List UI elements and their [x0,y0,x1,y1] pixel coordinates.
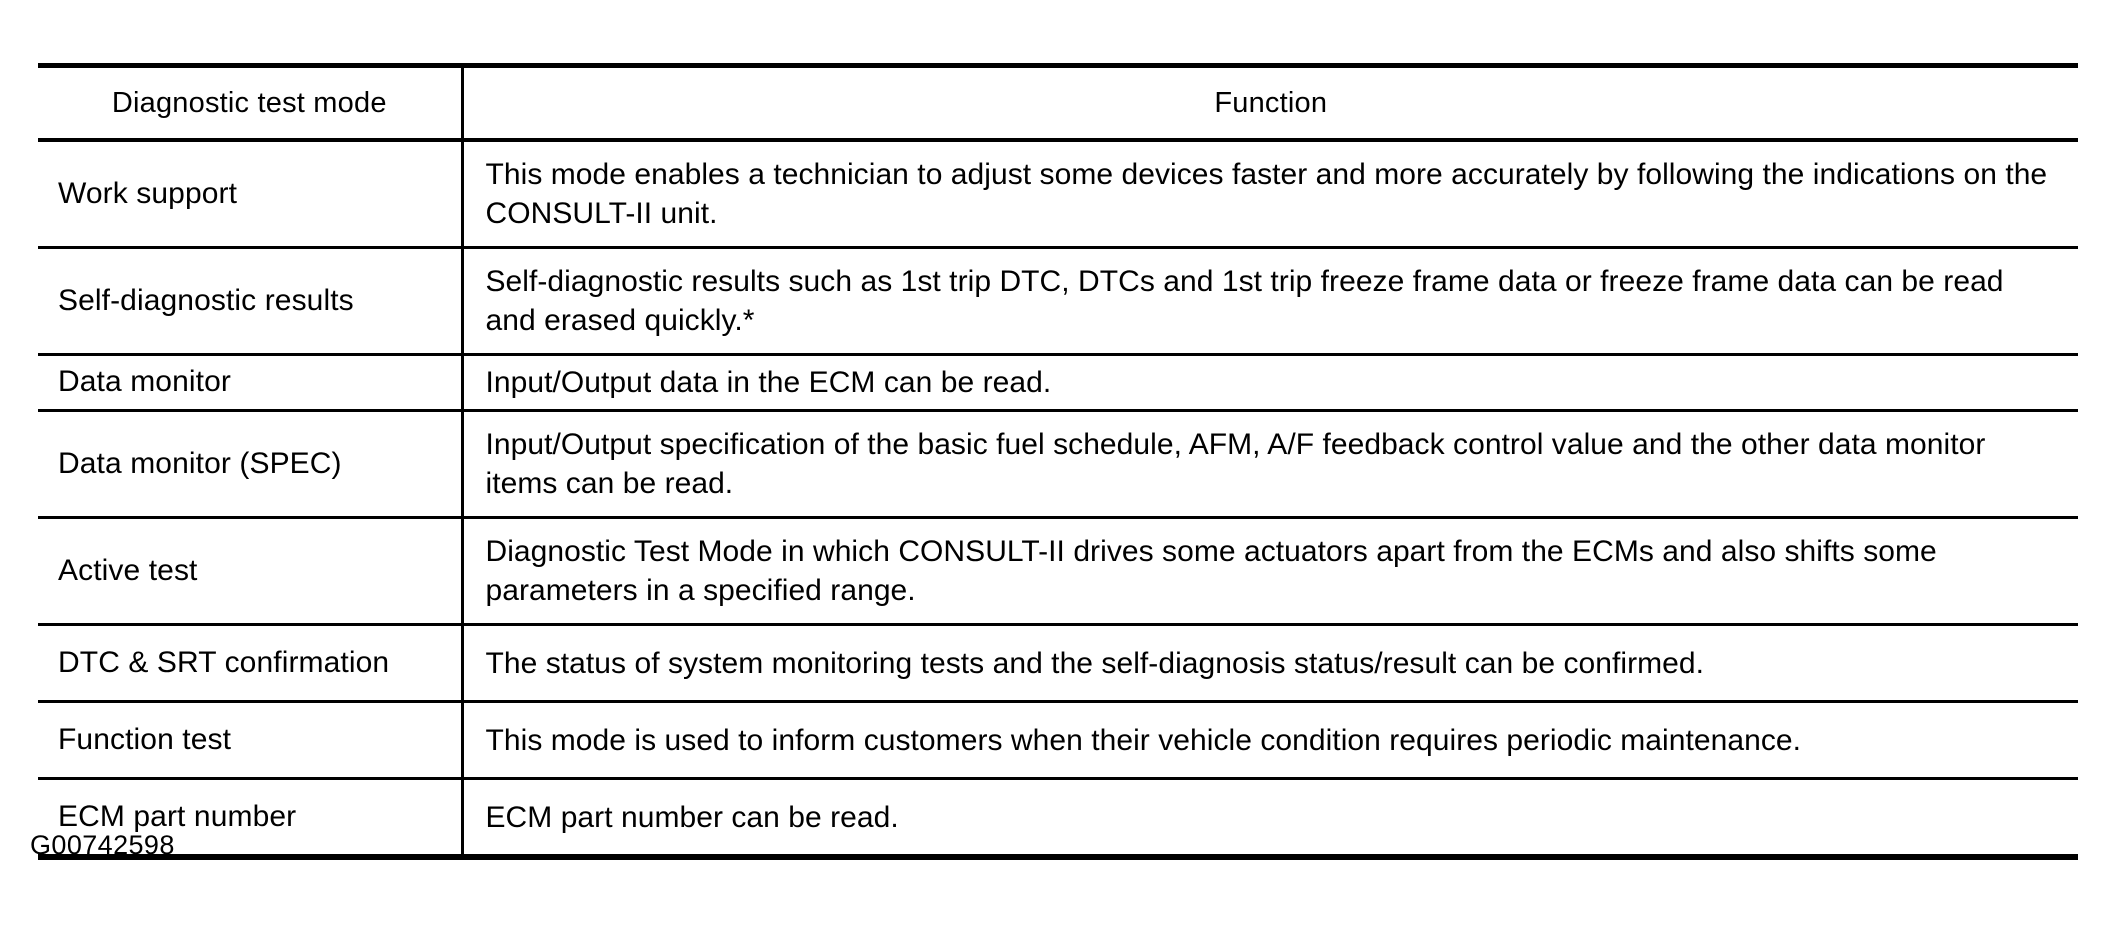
figure-id-caption: G00742598 [30,830,175,860]
function-text: ECM part number can be read. [485,800,899,834]
table-header: Diagnostic test mode Function [38,63,2078,142]
mode-label: ECM part number [58,799,297,833]
table-body: Work support This mode enables a technic… [38,140,2078,860]
function-text: This mode is used to inform customers wh… [485,723,1801,757]
cell-function: Input/Output specification of the basic … [462,410,2078,519]
function-text: Self-diagnostic results such as 1st trip… [485,265,2004,337]
column-header-label-mode: Diagnostic test mode [111,86,387,119]
mode-label: Active test [58,553,198,587]
function-text: Input/Output specification of the basic … [485,428,1986,500]
table-row: DTC & SRT confirmation The status of sys… [38,624,2078,703]
cell-function: ECM part number can be read. [462,778,2078,860]
function-text: Diagnostic Test Mode in which CONSULT-II… [485,535,1937,607]
table-row: Data monitor (SPEC) Input/Output specifi… [38,410,2078,519]
cell-mode: Data monitor (SPEC) [38,410,464,519]
cell-function: Self-diagnostic results such as 1st trip… [462,247,2078,356]
table-header-row: Diagnostic test mode Function [38,63,2078,142]
cell-function: This mode enables a technician to adjust… [462,140,2078,249]
mode-label: Work support [58,176,238,210]
table-row: Data monitor Input/Output data in the EC… [38,354,2078,412]
table-row: ECM part number ECM part number can be r… [38,778,2078,860]
diagnostic-test-mode-table: Diagnostic test mode Function Work suppo… [38,63,2078,860]
cell-function: Input/Output data in the ECM can be read… [462,354,2078,412]
table-row: Work support This mode enables a technic… [38,140,2078,249]
diagnostic-test-mode-table-container: Diagnostic test mode Function Work suppo… [38,63,2078,860]
table-row: Active test Diagnostic Test Mode in whic… [38,517,2078,626]
cell-mode: Work support [38,140,464,249]
function-text: This mode enables a technician to adjust… [485,158,2048,230]
cell-mode: ECM part number [38,778,464,860]
column-header-label-function: Function [1214,86,1328,119]
table-row: Self-diagnostic results Self-diagnostic … [38,247,2078,356]
mode-label: Data monitor (SPEC) [58,446,342,480]
mode-label: Function test [58,722,232,756]
cell-mode: Active test [38,517,464,626]
cell-function: Diagnostic Test Mode in which CONSULT-II… [462,517,2078,626]
mode-label: DTC & SRT confirmation [58,645,390,679]
mode-label: Self-diagnostic results [58,283,354,317]
column-header-function: Function [462,63,2078,142]
function-text: The status of system monitoring tests an… [485,646,1705,680]
function-text: Input/Output data in the ECM can be read… [485,366,1052,399]
table-row: Function test This mode is used to infor… [38,701,2078,780]
cell-function: The status of system monitoring tests an… [462,624,2078,703]
cell-mode: DTC & SRT confirmation [38,624,464,703]
cell-function: This mode is used to inform customers wh… [462,701,2078,780]
mode-label: Data monitor [58,365,231,399]
column-header-diagnostic-test-mode: Diagnostic test mode [38,63,464,142]
cell-mode: Function test [38,701,464,780]
cell-mode: Data monitor [38,354,464,412]
cell-mode: Self-diagnostic results [38,247,464,356]
